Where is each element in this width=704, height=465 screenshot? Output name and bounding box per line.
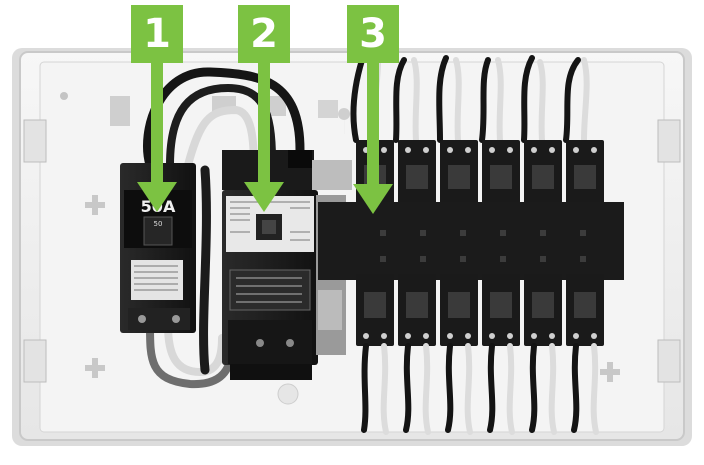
branch-breakers-bottom-row bbox=[356, 274, 604, 346]
supply-wires bbox=[143, 67, 305, 389]
branch-wires-bottom bbox=[361, 343, 599, 435]
callout-badge-1: 1 bbox=[131, 5, 183, 63]
earth-leakage-breaker bbox=[222, 150, 318, 380]
arrow-2 bbox=[244, 54, 284, 212]
main-breaker: 50A 50 bbox=[120, 163, 196, 333]
arrow-1 bbox=[137, 54, 177, 212]
callout-badge-2: 2 bbox=[238, 5, 290, 63]
main-breaker-switch-value: 50 bbox=[154, 220, 163, 228]
arrow-3 bbox=[353, 54, 393, 214]
callout-arrows bbox=[137, 54, 393, 214]
bus-bar-cover bbox=[318, 202, 624, 280]
callout-badge-3: 3 bbox=[347, 5, 399, 63]
